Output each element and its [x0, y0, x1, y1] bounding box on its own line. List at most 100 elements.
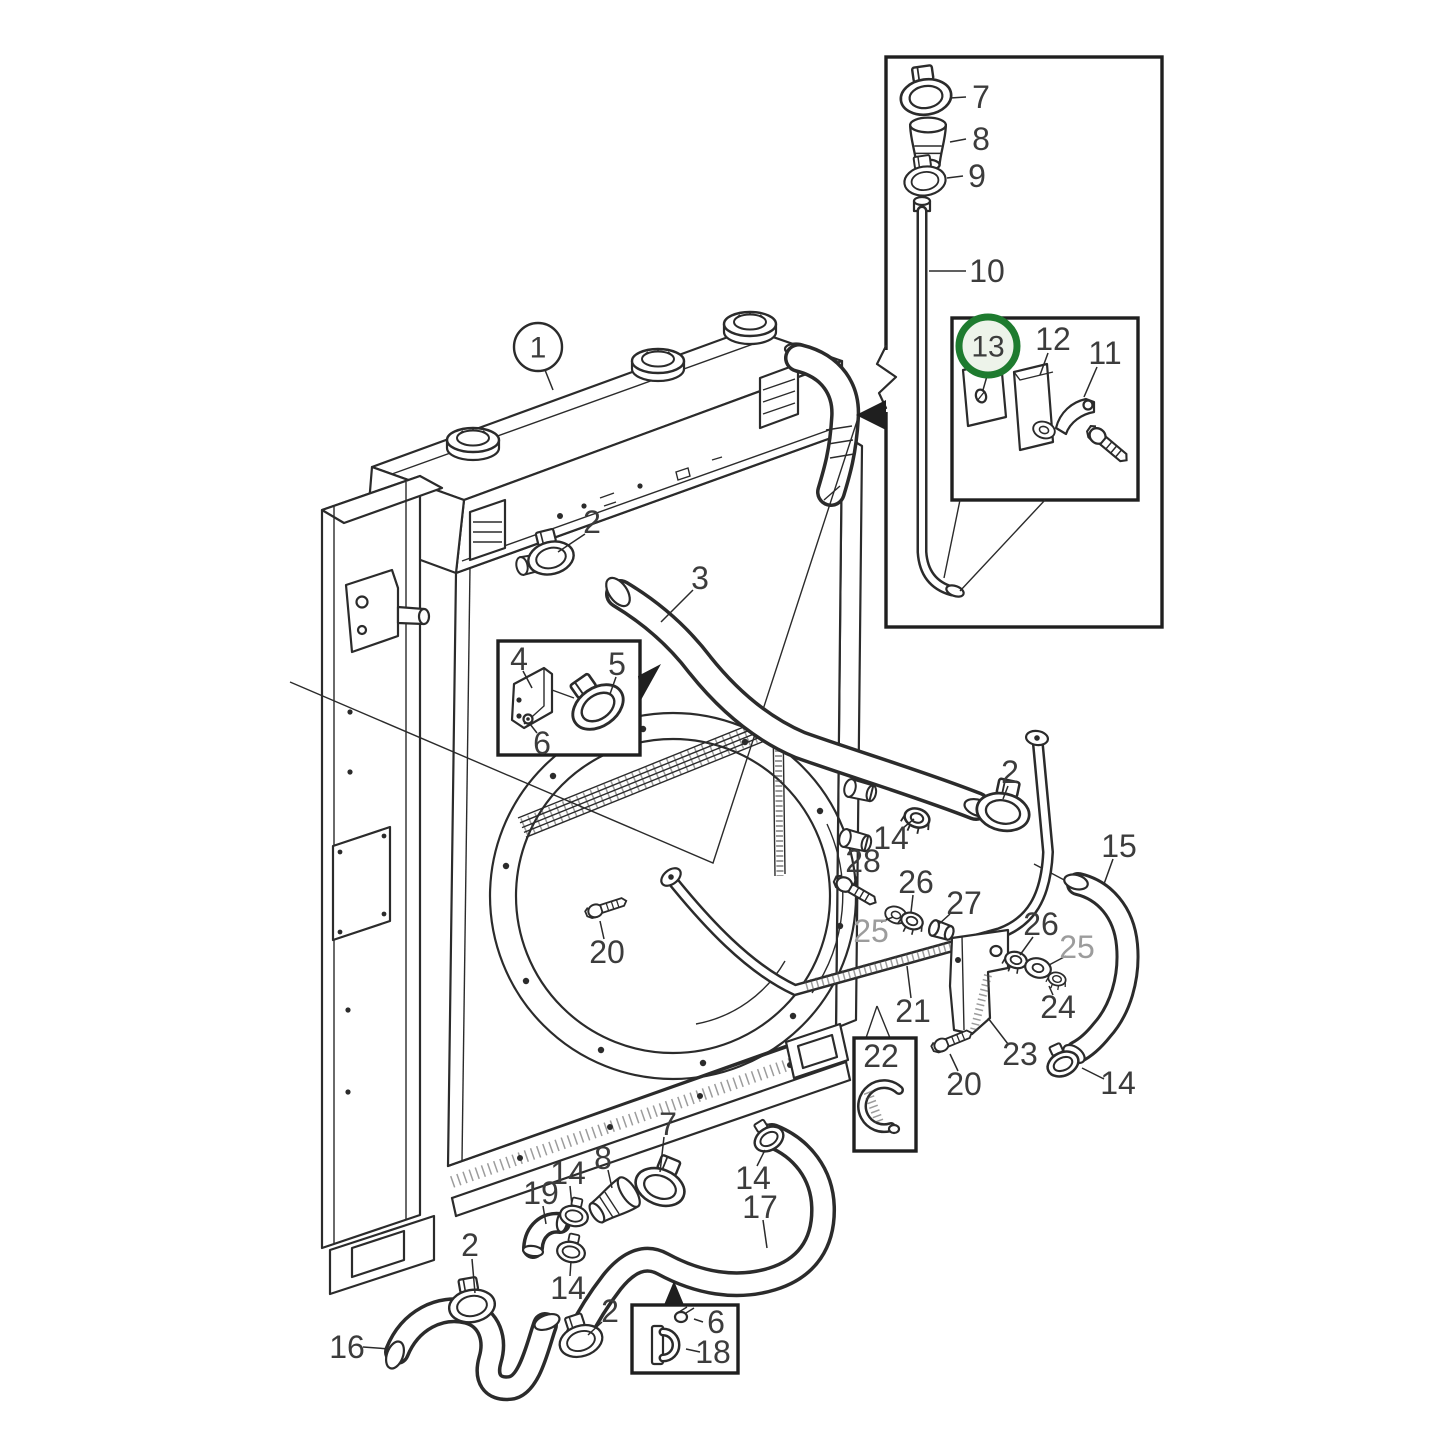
callout-10: 10	[929, 253, 1005, 289]
spring-clip-22	[857, 1079, 904, 1135]
leader-line	[607, 1169, 613, 1189]
callout-4: 4	[510, 641, 533, 689]
leader-line	[659, 1136, 665, 1173]
callout-19: 19	[523, 1175, 559, 1225]
callout-27: 27	[938, 885, 982, 925]
leader-line	[569, 1260, 572, 1277]
inset-pointer-arrow	[638, 664, 661, 700]
callout-17: 17	[742, 1189, 778, 1249]
bolt-20	[928, 1026, 975, 1056]
part-number-label: 20	[946, 1066, 982, 1102]
part-number-label: 5	[608, 646, 626, 682]
part-number-label: 1	[530, 332, 547, 365]
part-number-label: 8	[594, 1140, 612, 1176]
callout-3: 3	[660, 560, 709, 623]
part-number-label: 8	[972, 121, 990, 157]
callout-12: 12	[1035, 321, 1071, 376]
leader-line	[569, 1185, 573, 1207]
leader-line	[902, 818, 915, 829]
callout-28: 28	[845, 843, 881, 887]
part-number-label: 11	[1088, 335, 1121, 371]
leader-line	[1002, 785, 1009, 800]
callout-13: 13	[955, 313, 1021, 391]
part-number-label: 2	[601, 1293, 619, 1329]
callout-25-right: 25	[1048, 929, 1095, 966]
upper-radiator-hose	[605, 576, 995, 821]
part-number-label: 7	[972, 79, 990, 115]
part-number-label: 19	[523, 1175, 559, 1211]
leader-line	[1081, 1067, 1105, 1080]
lower-hose-16	[384, 1297, 561, 1402]
hose-clamp-14-elbow	[554, 1230, 590, 1266]
leader-line	[949, 138, 967, 143]
callout-8-lower: 8	[594, 1140, 613, 1189]
bolt-6	[522, 713, 534, 725]
callout-14-elbow-lower: 14	[550, 1260, 586, 1306]
part-number-label: 25	[1059, 929, 1095, 965]
top-tank	[364, 310, 847, 575]
callout-6-lower: 6	[693, 1304, 725, 1340]
callout-6-upper: 6	[529, 723, 551, 761]
part-number-label: 6	[533, 725, 551, 761]
filler-cap	[630, 347, 686, 383]
bottom-frame-channel	[446, 1022, 852, 1218]
leader-line	[1048, 955, 1067, 966]
callout-26-right: 26	[1019, 906, 1059, 956]
callout-20-left: 20	[589, 920, 625, 970]
inset-pipe-clip-detail	[630, 1281, 740, 1375]
callout-15: 15	[1101, 828, 1137, 885]
filler-elbow-hose	[783, 342, 861, 507]
leader-line	[660, 589, 694, 623]
mounting-bracket-pin	[344, 568, 431, 654]
leader-line	[949, 1053, 959, 1072]
part-number-label: 25	[853, 913, 889, 949]
callout-14-right: 14	[1081, 1065, 1136, 1101]
leader-line	[756, 1149, 766, 1167]
part-number-label: 16	[329, 1329, 365, 1365]
callout-21: 21	[895, 965, 931, 1029]
part-number-label: 21	[895, 993, 931, 1029]
leader-line	[880, 916, 894, 923]
leader-line	[471, 1258, 476, 1294]
part-number-label: 7	[659, 1106, 677, 1142]
leader-line	[557, 533, 586, 553]
part-number-label: 27	[946, 885, 982, 921]
leader-line	[362, 1346, 391, 1350]
callout-22: 22	[863, 1038, 899, 1074]
inset-bracket-detail	[943, 316, 1140, 592]
callout-7-inset: 7	[949, 79, 990, 115]
leader-line	[1083, 366, 1098, 398]
inset-bracket-clamp-detail	[496, 639, 661, 757]
filler-cap	[445, 426, 501, 462]
inset-upper-detail-box	[856, 55, 1164, 629]
part-number-label: 26	[1023, 906, 1059, 942]
leader-line	[529, 723, 538, 734]
part-number-label: 14	[735, 1160, 771, 1196]
part-number-label: 14	[1100, 1065, 1136, 1101]
leader-line	[522, 670, 533, 689]
leader-line	[1048, 985, 1054, 996]
leader-line	[609, 676, 617, 695]
callout-2-lower-left: 2	[461, 1227, 479, 1294]
part-number-label: 20	[589, 934, 625, 970]
callout-7-lower: 7	[659, 1106, 677, 1173]
left-frame-channel	[320, 474, 444, 1296]
callout-16: 16	[329, 1329, 391, 1365]
part-number-label: 13	[971, 331, 1004, 364]
part-number-label: 14	[550, 1270, 586, 1306]
callout-8-inset: 8	[949, 121, 990, 157]
leader-line	[1039, 352, 1049, 376]
radiator-assembly	[320, 310, 864, 1296]
leader-line	[852, 873, 859, 887]
hoses-and-fasteners	[384, 524, 1140, 1402]
part-number-label: 4	[510, 641, 528, 677]
leader-line	[910, 894, 914, 913]
clamp-strap-11	[1030, 397, 1133, 468]
part-number-label: 15	[1101, 828, 1137, 864]
screw-6	[673, 1306, 695, 1324]
support-bracket-23	[948, 928, 1010, 1036]
callout-1: 1	[512, 321, 564, 391]
leader-line	[685, 1348, 701, 1353]
